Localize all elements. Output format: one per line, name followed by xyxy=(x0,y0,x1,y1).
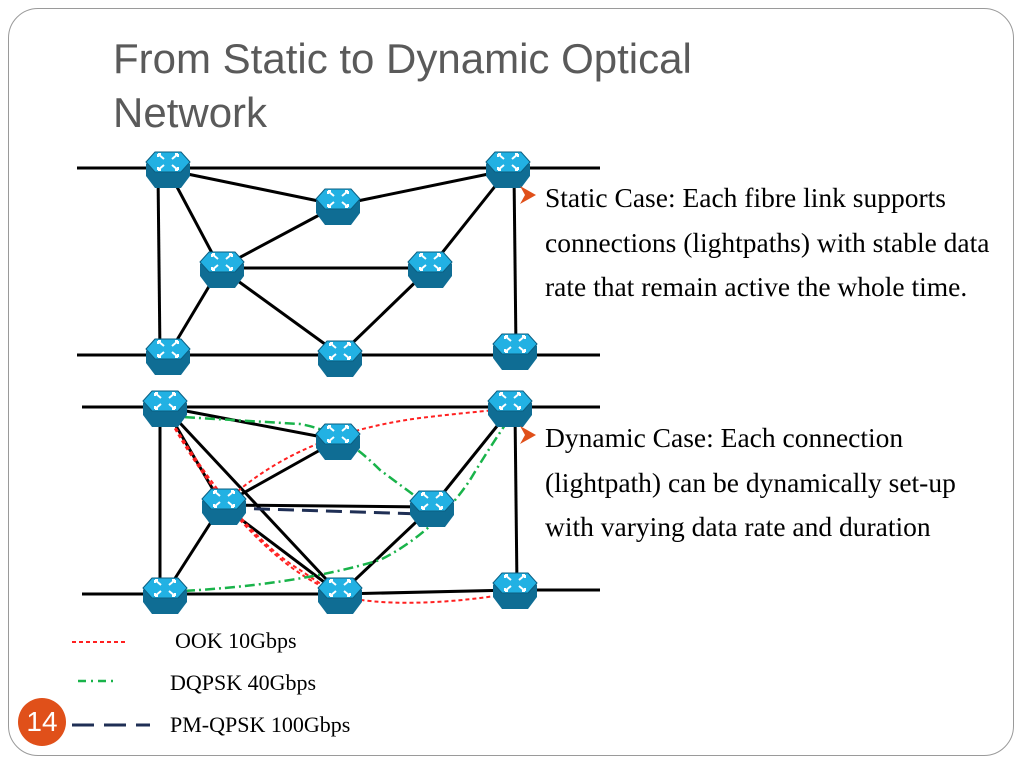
bullet-text: Dynamic Case: Each connection (lightpath… xyxy=(545,422,956,542)
slide-frame xyxy=(8,8,1014,756)
static-network xyxy=(77,151,600,378)
legend-dqpsk-label: DQPSK 40Gbps xyxy=(170,670,317,695)
arrow-bullet-icon xyxy=(520,426,536,444)
dynamic-node-router-icon xyxy=(492,572,538,610)
static-node-router-icon xyxy=(317,340,363,378)
dynamic-fibre-links xyxy=(82,405,600,596)
pm-qpsk-lightpaths xyxy=(229,506,421,516)
static-node-router-icon xyxy=(145,151,191,189)
dynamic-node-router-icon xyxy=(142,577,188,615)
dynamic-node-router-icon xyxy=(142,390,188,428)
title-line-2: Network xyxy=(113,89,268,136)
static-node-router-icon xyxy=(407,251,453,289)
bullet-static-case: Static Case: Each fibre link supports co… xyxy=(518,176,1008,310)
dynamic-node-router-icon xyxy=(315,423,361,461)
dynamic-network xyxy=(82,390,600,615)
static-node-router-icon xyxy=(315,188,361,226)
dynamic-node-router-icon xyxy=(201,488,247,526)
slide-number-badge: 14 xyxy=(18,698,66,746)
dynamic-node-router-icon xyxy=(409,490,455,528)
legend-ook-label: OOK 10Gbps xyxy=(175,628,297,653)
static-node-router-icon xyxy=(492,333,538,371)
arrow-bullet-icon xyxy=(520,186,536,204)
legend-pm-qpsk-label: PM-QPSK 100Gbps xyxy=(170,712,351,737)
bullet-text: Static Case: Each fibre link supports co… xyxy=(545,182,990,302)
static-node-router-icon xyxy=(199,251,245,289)
title-line-1: From Static to Dynamic Optical xyxy=(113,35,692,82)
slide-title: From Static to Dynamic Optical Network xyxy=(113,32,833,140)
bullet-dynamic-case: Dynamic Case: Each connection (lightpath… xyxy=(518,416,1008,550)
static-node-router-icon xyxy=(145,338,191,376)
dynamic-node-router-icon xyxy=(317,577,363,615)
legend-samples xyxy=(72,641,150,727)
